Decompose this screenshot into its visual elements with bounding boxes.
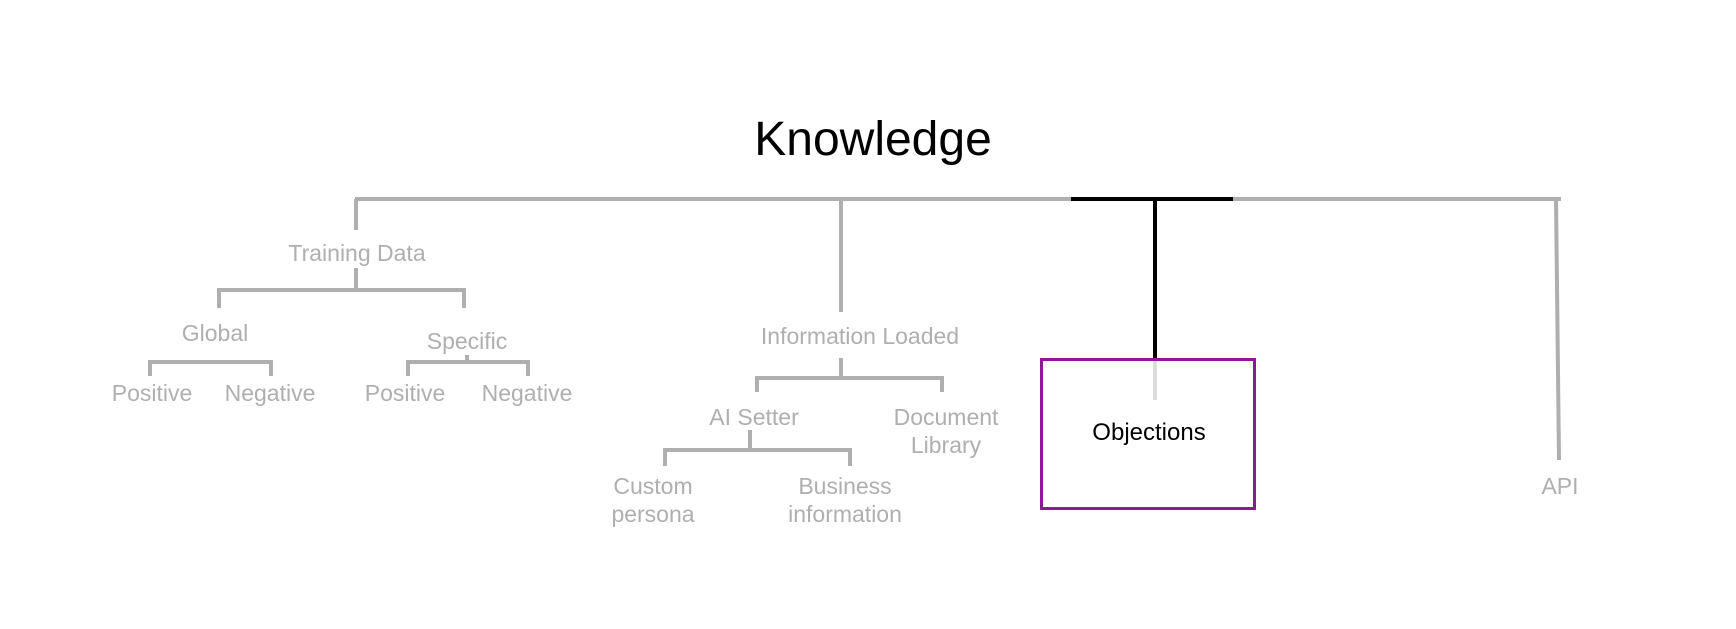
node-global: Global [181, 320, 249, 346]
bracket-training-data [217, 288, 466, 308]
node-global-negative: Negative [224, 380, 316, 406]
node-document-library: Document Library [893, 404, 999, 458]
objections-highlight-box [1040, 358, 1256, 510]
node-specific: Specific [426, 328, 508, 354]
node-business-information: Business information [788, 473, 902, 527]
node-objections: Objections [1092, 419, 1206, 446]
bracket-information-loaded [755, 376, 944, 392]
bracket-ai-setter [663, 448, 852, 466]
bracket-global [148, 360, 273, 376]
root-title: Knowledge [754, 113, 992, 166]
bracket-specific [406, 360, 530, 376]
node-training-data: Training Data [288, 240, 426, 266]
connector-api [1554, 198, 1561, 461]
node-information-loaded: Information Loaded [760, 323, 960, 349]
node-global-positive: Positive [111, 380, 193, 406]
node-api: API [1541, 473, 1579, 499]
node-ai-setter: AI Setter [709, 404, 799, 430]
node-custom-persona: Custom persona [611, 473, 695, 527]
node-specific-positive: Positive [364, 380, 446, 406]
node-specific-negative: Negative [481, 380, 573, 406]
